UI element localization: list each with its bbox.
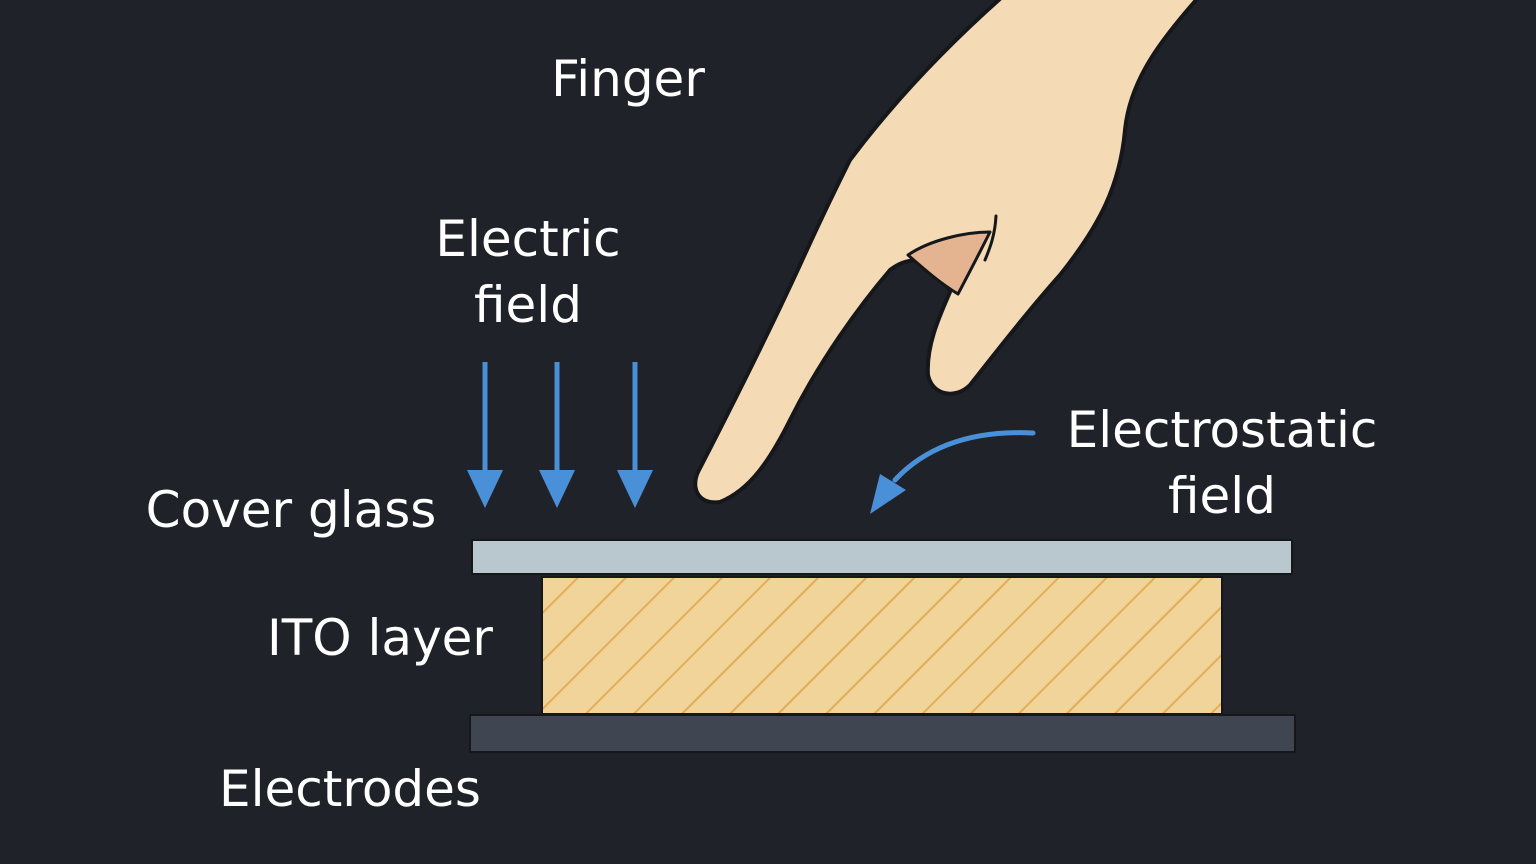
cover-glass-label: Cover glass [146,481,437,539]
electrodes-layer [469,714,1296,753]
electric-field-label-line2: field [474,276,582,334]
electrodes-label: Electrodes [219,760,481,818]
cover-glass-layer [471,539,1293,575]
knuckle-line [983,214,998,262]
curved-arrow-icon [870,430,1036,514]
pointing-hand-icon [693,0,1199,505]
finger-label: Finger [551,50,705,108]
arrow-down-icon [467,362,503,508]
electrostatic-field-label-line1: Electrostatic [1067,401,1378,459]
fingernail-shape [906,230,992,296]
electric-field-label-line1: Electric [435,210,620,268]
arrow-down-icon [539,362,575,508]
ito-layer-label: ITO layer [267,609,493,667]
ito-layer-block [541,576,1223,715]
electrostatic-field-label-line2: field [1168,467,1276,525]
electric-field-arrows [467,362,653,508]
arrow-down-icon [617,362,653,508]
